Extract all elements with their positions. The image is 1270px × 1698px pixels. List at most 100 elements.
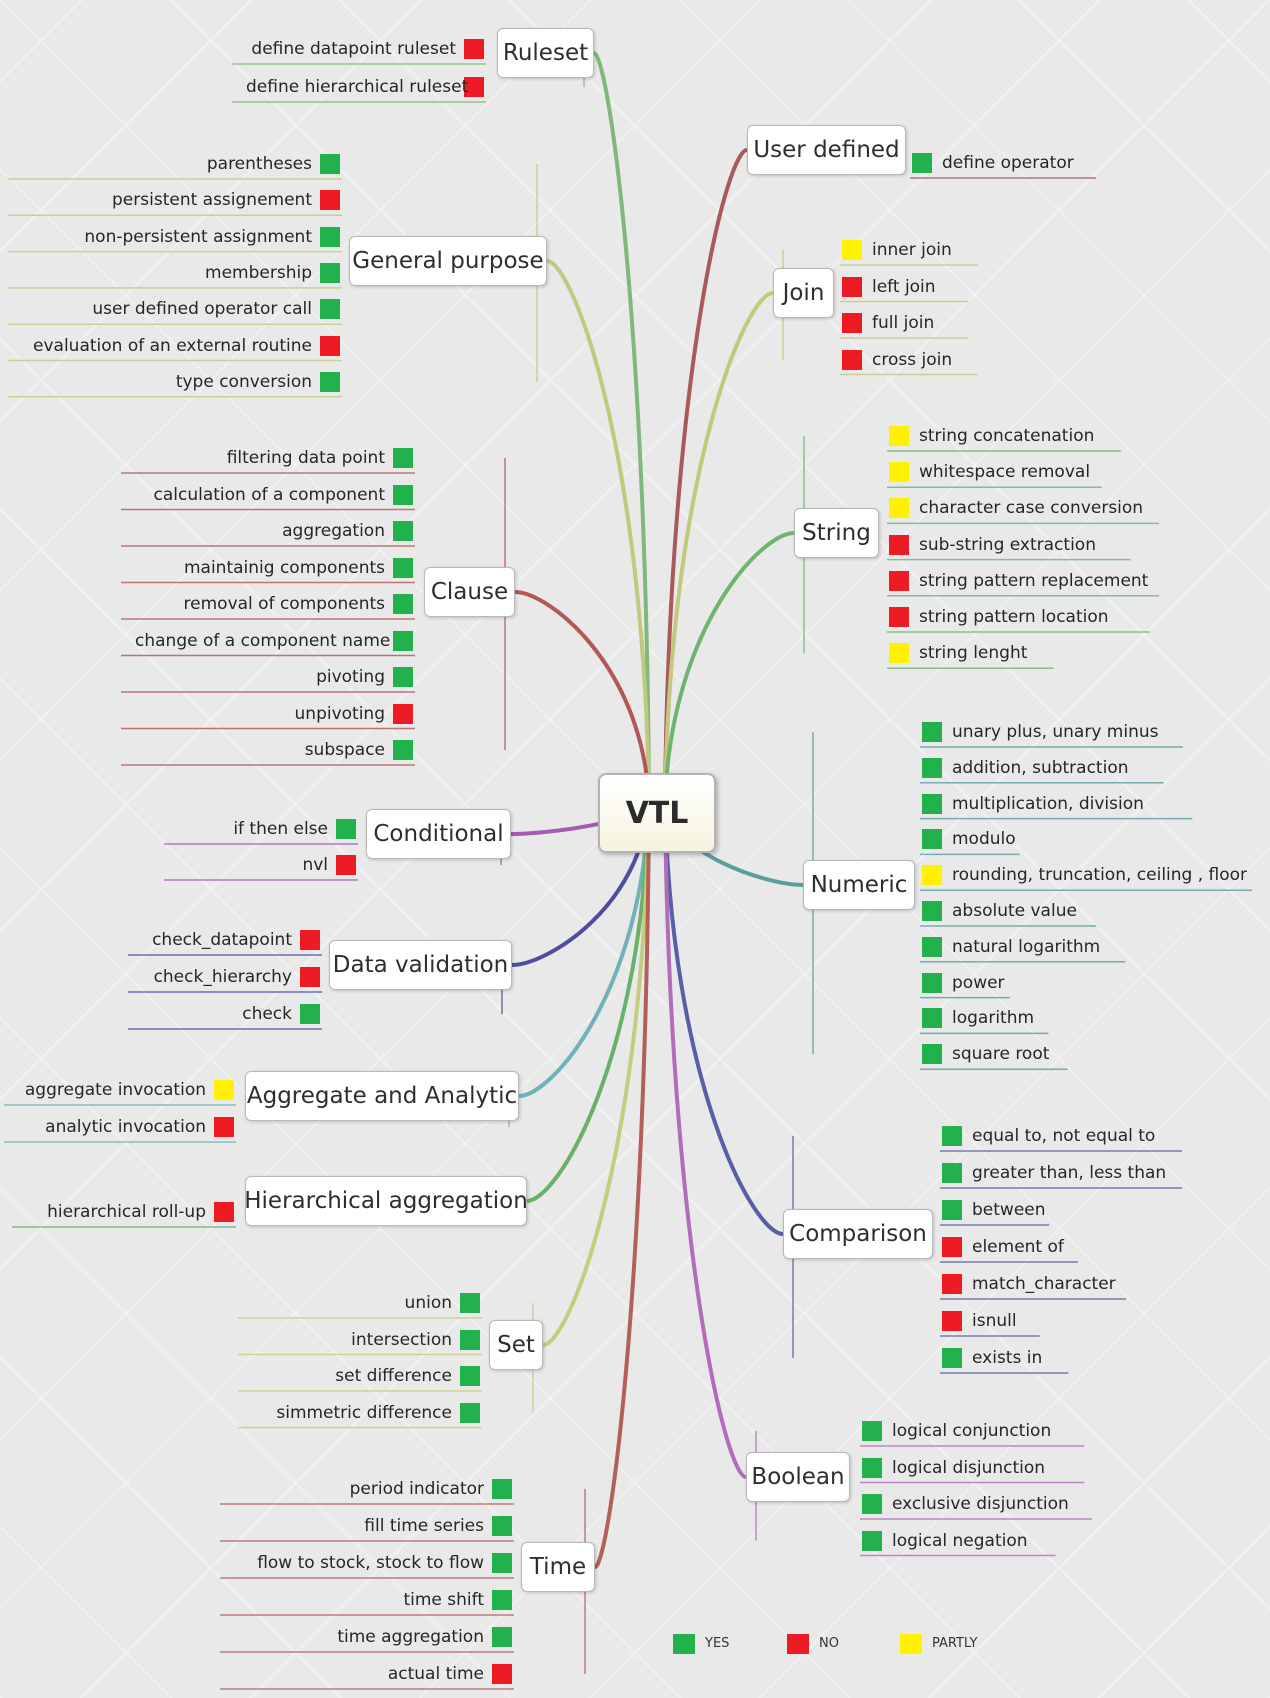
- leaf-string-pattern-replacement[interactable]: string pattern replacement: [919, 570, 1149, 591]
- leaf-calculation-of-a-component[interactable]: calculation of a component: [153, 484, 385, 505]
- leaf-set-difference[interactable]: set difference: [335, 1366, 452, 1386]
- leaf-cross-join[interactable]: cross join: [872, 349, 953, 370]
- leaf-isnull[interactable]: isnull: [972, 1311, 1017, 1331]
- leaf-evaluation-of-an-external-routine[interactable]: evaluation of an external routine: [33, 335, 312, 356]
- leaf-unary-plus-unary-minus[interactable]: unary plus, unary minus: [952, 722, 1159, 742]
- leaf-time-aggregation[interactable]: time aggregation: [337, 1627, 484, 1647]
- leaf-sub-string-extraction[interactable]: sub-string extraction: [919, 534, 1096, 555]
- topic-comparison[interactable]: Comparison: [783, 1209, 933, 1259]
- status-yes-icon: [393, 521, 413, 541]
- branch-connector-time: [593, 799, 651, 1569]
- topic-conditional[interactable]: Conditional: [366, 809, 511, 859]
- topic-clause[interactable]: Clause: [424, 567, 515, 617]
- leaf-analytic-invocation[interactable]: analytic invocation: [45, 1117, 206, 1137]
- leaf-match-character[interactable]: match_character: [972, 1274, 1116, 1294]
- topic-ruleset[interactable]: Ruleset: [497, 28, 594, 78]
- leaf-non-persistent-assignment[interactable]: non-persistent assignment: [84, 226, 312, 247]
- legend-yes-swatch: [673, 1634, 695, 1654]
- leaf-logical-conjunction[interactable]: logical conjunction: [892, 1421, 1052, 1441]
- leaf-square-root[interactable]: square root: [952, 1044, 1050, 1065]
- leaf-modulo[interactable]: modulo: [952, 829, 1016, 850]
- topic-aggregate-and-analytic[interactable]: Aggregate and Analytic: [245, 1071, 519, 1121]
- leaf-change-of-a-component-name[interactable]: change of a component name: [135, 630, 391, 651]
- leaf-union[interactable]: union: [404, 1293, 452, 1313]
- leaf-logical-negation[interactable]: logical negation: [892, 1530, 1028, 1551]
- status-no-icon: [842, 313, 862, 333]
- status-no-icon: [393, 703, 413, 724]
- leaf-string-pattern-location[interactable]: string pattern location: [919, 607, 1109, 627]
- branch-connector-comparison: [663, 799, 785, 1236]
- leaf-element-of[interactable]: element of: [972, 1237, 1064, 1257]
- leaf-check-datapoint[interactable]: check_datapoint: [152, 930, 292, 950]
- leaf-aggregation[interactable]: aggregation: [282, 521, 385, 541]
- status-partly-icon: [922, 865, 942, 886]
- leaf-membership[interactable]: membership: [205, 262, 312, 283]
- topic-string[interactable]: String: [794, 508, 879, 558]
- leaf-hierarchical-roll-up[interactable]: hierarchical roll-up: [47, 1202, 206, 1222]
- branch-connector-set: [541, 799, 651, 1347]
- leaf-nvl[interactable]: nvl: [302, 855, 328, 875]
- root-topic[interactable]: VTL: [598, 773, 716, 853]
- leaf-character-case-conversion[interactable]: character case conversion: [919, 498, 1144, 519]
- leaf-between[interactable]: between: [972, 1200, 1046, 1220]
- leaf-user-defined-operator-call[interactable]: user defined operator call: [92, 299, 312, 320]
- leaf-logarithm[interactable]: logarithm: [952, 1008, 1035, 1029]
- status-yes-icon: [393, 667, 413, 687]
- leaf-intersection[interactable]: intersection: [351, 1329, 452, 1350]
- leaf-check[interactable]: check: [242, 1004, 292, 1024]
- topic-data-validation[interactable]: Data validation: [329, 940, 512, 990]
- leaf-equal-to-not-equal-to[interactable]: equal to, not equal to: [972, 1126, 1156, 1146]
- leaf-define-hierarchical-ruleset[interactable]: define hierarchical ruleset: [246, 77, 469, 97]
- topic-general-purpose[interactable]: General purpose: [349, 236, 547, 286]
- topic-time[interactable]: Time: [521, 1542, 595, 1592]
- leaf-define-datapoint-ruleset[interactable]: define datapoint ruleset: [251, 39, 456, 59]
- leaf-flow-to-stock-stock-to-flow[interactable]: flow to stock, stock to flow: [257, 1553, 484, 1573]
- leaf-pivoting[interactable]: pivoting: [316, 667, 385, 687]
- leaf-unpivoting[interactable]: unpivoting: [294, 703, 385, 724]
- leaf-whitespace-removal[interactable]: whitespace removal: [919, 462, 1091, 483]
- topic-user-defined[interactable]: User defined: [747, 125, 906, 175]
- leaf-inner-join[interactable]: inner join: [872, 240, 952, 260]
- leaf-subspace[interactable]: subspace: [304, 740, 385, 760]
- topic-set[interactable]: Set: [489, 1320, 543, 1370]
- status-yes-icon: [922, 793, 942, 814]
- leaf-type-conversion[interactable]: type conversion: [175, 371, 312, 392]
- leaf-check-hierarchy[interactable]: check_hierarchy: [153, 967, 292, 987]
- leaf-filtering-data-point[interactable]: filtering data point: [226, 448, 385, 468]
- leaf-persistent-assignement[interactable]: persistent assignement: [112, 190, 312, 211]
- leaf-power[interactable]: power: [952, 972, 1005, 993]
- leaf-actual-time[interactable]: actual time: [387, 1664, 484, 1684]
- leaf-fill-time-series[interactable]: fill time series: [364, 1516, 484, 1536]
- branch-connector-user-defined: [663, 148, 749, 803]
- leaf-greater-than-less-than[interactable]: greater than, less than: [972, 1163, 1167, 1183]
- leaf-removal-of-components[interactable]: removal of components: [183, 594, 385, 614]
- branch-connector-ruleset: [592, 51, 651, 803]
- leaf-exclusive-disjunction[interactable]: exclusive disjunction: [892, 1494, 1069, 1514]
- topic-numeric[interactable]: Numeric: [803, 860, 915, 910]
- topic-boolean[interactable]: Boolean: [746, 1452, 850, 1502]
- leaf-if-then-else[interactable]: if then else: [233, 819, 328, 839]
- leaf-absolute-value[interactable]: absolute value: [952, 901, 1077, 921]
- topic-hierarchical-aggregation[interactable]: Hierarchical aggregation: [244, 1176, 528, 1226]
- topic-join[interactable]: Join: [773, 268, 834, 318]
- leaf-aggregate-invocation[interactable]: aggregate invocation: [24, 1080, 206, 1100]
- leaf-logical-disjunction[interactable]: logical disjunction: [892, 1457, 1046, 1478]
- leaf-full-join[interactable]: full join: [872, 313, 935, 333]
- branch-connector-aggregate-and-analytic: [517, 799, 651, 1098]
- leaf-multiplication-division[interactable]: multiplication, division: [952, 793, 1144, 814]
- status-yes-icon: [300, 1004, 320, 1024]
- leaf-natural-logarithm[interactable]: natural logarithm: [952, 936, 1101, 957]
- branch-connector-clause: [513, 590, 651, 803]
- leaf-define-operator[interactable]: define operator: [942, 153, 1074, 173]
- leaf-rounding-truncation-ceiling-floor[interactable]: rounding, truncation, ceiling , floor: [952, 865, 1248, 886]
- leaf-time-shift[interactable]: time shift: [403, 1590, 484, 1610]
- leaf-exists-in[interactable]: exists in: [972, 1348, 1043, 1368]
- leaf-addition-subtraction[interactable]: addition, subtraction: [952, 757, 1129, 778]
- leaf-left-join[interactable]: left join: [872, 276, 936, 297]
- leaf-simmetric-difference[interactable]: simmetric difference: [276, 1402, 452, 1423]
- leaf-period-indicator[interactable]: period indicator: [349, 1479, 484, 1499]
- leaf-string-lenght[interactable]: string lenght: [919, 643, 1028, 664]
- leaf-parentheses[interactable]: parentheses: [206, 154, 312, 174]
- leaf-maintainig-components[interactable]: maintainig components: [183, 557, 385, 578]
- leaf-string-concatenation[interactable]: string concatenation: [919, 426, 1095, 446]
